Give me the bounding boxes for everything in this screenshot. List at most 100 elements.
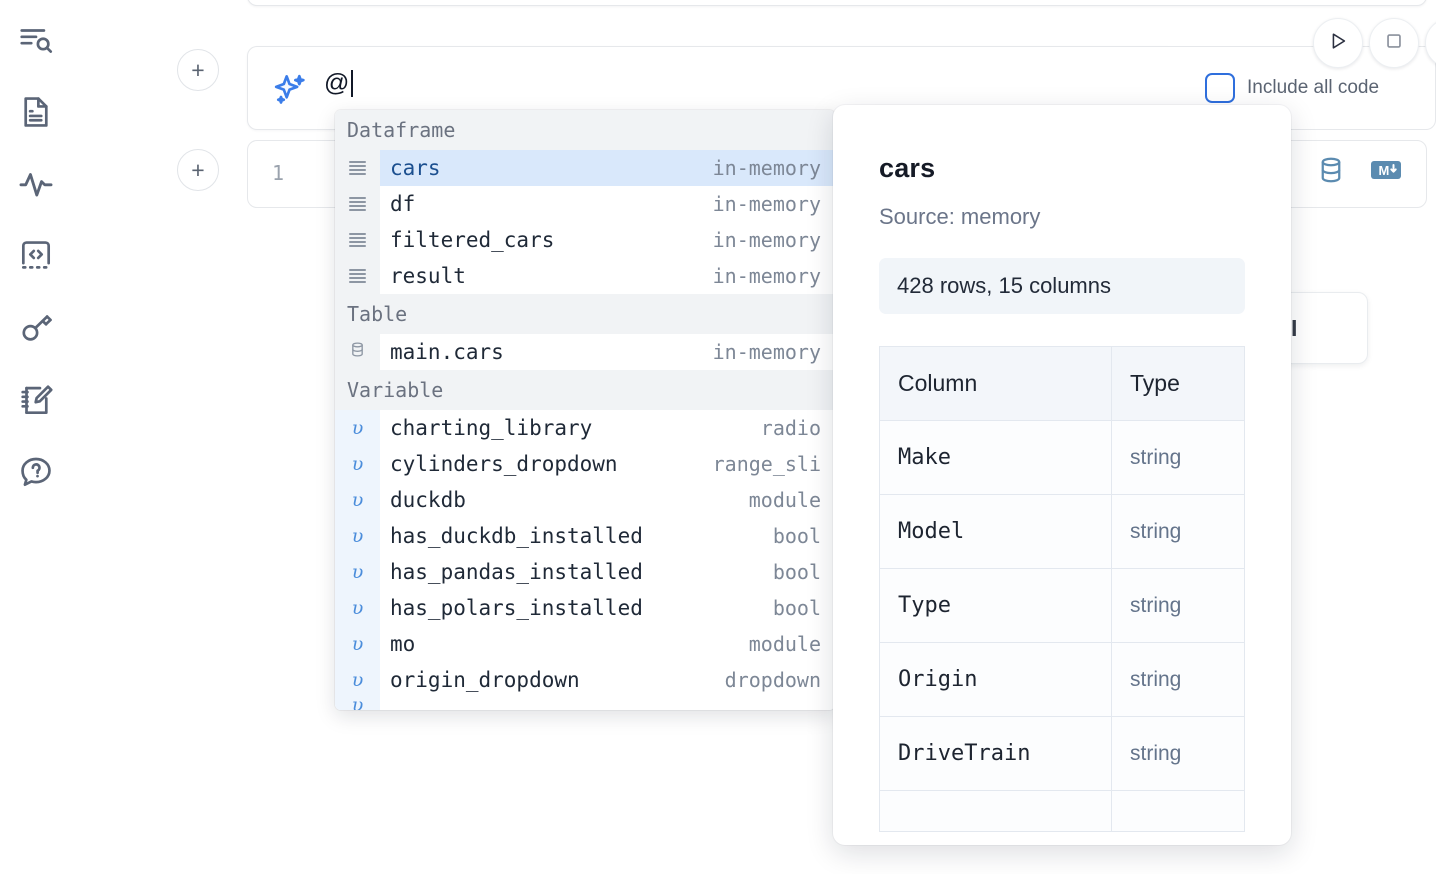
run-cell-button[interactable]: [1313, 18, 1363, 68]
run-icon: [1327, 30, 1349, 57]
add-cell-button-top[interactable]: +: [177, 49, 219, 91]
autocomplete-item[interactable]: υ charting_library radio: [335, 410, 835, 446]
markdown-icon[interactable]: M: [1370, 158, 1402, 187]
autocomplete-item-type: dropdown: [724, 668, 821, 692]
schema-header-type: Type: [1111, 346, 1245, 421]
autocomplete-item-type: in-memory: [712, 228, 821, 252]
autocomplete-item-glyph: υ: [335, 410, 380, 446]
autocomplete-group-header: Table: [335, 294, 835, 334]
autocomplete-item-type: module: [748, 488, 821, 512]
include-all-code-toggle[interactable]: Include all code: [1205, 73, 1379, 103]
autocomplete-item[interactable]: filtered_cars in-memory: [335, 222, 835, 258]
autocomplete-group-header: Variable: [335, 370, 835, 410]
schema-column-name: [879, 790, 1112, 832]
autocomplete-item[interactable]: υ origin_dropdown dropdown: [335, 662, 835, 698]
dataframe-glyph-icon: [349, 232, 366, 248]
info-panel-source: Source: memory: [879, 204, 1041, 229]
left-sidebar: [0, 0, 72, 874]
include-all-code-label: Include all code: [1247, 77, 1380, 98]
autocomplete-item[interactable]: cars in-memory: [335, 150, 835, 186]
variable-glyph-icon: υ: [351, 698, 364, 710]
add-cell-button-bottom[interactable]: +: [177, 149, 219, 191]
autocomplete-item-type: bool: [772, 596, 821, 620]
schema-column-type: string: [1111, 494, 1245, 569]
autocomplete-item-name: origin_dropdown: [390, 668, 580, 692]
autocomplete-item-name: filtered_cars: [390, 228, 555, 252]
sidebar-item-scratchpad[interactable]: [12, 376, 60, 424]
svg-text:M: M: [1379, 163, 1390, 178]
include-all-code-checkbox[interactable]: [1205, 73, 1235, 103]
sidebar-item-help[interactable]: [12, 448, 60, 496]
autocomplete-item-type: radio: [760, 416, 821, 440]
scratchpad-icon: [17, 381, 55, 419]
schema-table-header-row: Column Type: [879, 346, 1245, 421]
search-outline-icon: [17, 21, 55, 59]
sidebar-item-file-explorer[interactable]: [12, 88, 60, 136]
ai-prompt-value: @: [324, 69, 350, 97]
variable-glyph-icon: υ: [351, 525, 364, 547]
schema-column-name: DriveTrain: [879, 716, 1112, 791]
autocomplete-item-glyph: [335, 222, 380, 258]
sidebar-item-snippets[interactable]: [12, 232, 60, 280]
autocomplete-item-name: df: [390, 192, 416, 216]
autocomplete-item-type: module: [748, 632, 821, 656]
autocomplete-group-header: Dataframe: [335, 110, 835, 150]
schema-column-type: [1111, 790, 1245, 832]
autocomplete-item-glyph: υ: [335, 590, 380, 626]
dataframe-glyph-icon: [349, 196, 366, 212]
ai-sparkle-icon: [270, 71, 310, 116]
autocomplete-item-name: has_duckdb_installed: [390, 524, 643, 548]
cell-type-icons: M: [1316, 155, 1402, 190]
file-icon: [17, 93, 55, 131]
autocomplete-item-name: has_polars_installed: [390, 596, 643, 620]
autocomplete-item-clipped[interactable]: υ: [335, 698, 835, 710]
autocomplete-item-glyph: υ: [335, 482, 380, 518]
sidebar-item-outline-search[interactable]: [12, 16, 60, 64]
autocomplete-item-type: in-memory: [712, 192, 821, 216]
autocomplete-item-type: in-memory: [712, 156, 821, 180]
autocomplete-item-glyph: υ: [335, 662, 380, 698]
schema-column-name: Model: [879, 494, 1112, 569]
autocomplete-item-name: charting_library: [390, 416, 593, 440]
autocomplete-item[interactable]: υ has_polars_installed bool: [335, 590, 835, 626]
ai-prompt-input[interactable]: @: [324, 69, 353, 98]
variable-glyph-icon: υ: [351, 597, 364, 619]
autocomplete-item-glyph: [335, 258, 380, 294]
stop-cell-button[interactable]: [1369, 18, 1419, 68]
stop-icon: [1383, 30, 1405, 57]
autocomplete-item-name: cars: [390, 156, 441, 180]
autocomplete-item-type: in-memory: [712, 264, 821, 288]
info-panel-shape: 428 rows, 15 columns: [879, 258, 1245, 314]
autocomplete-item[interactable]: υ has_duckdb_installed bool: [335, 518, 835, 554]
dataframe-glyph-icon: [349, 268, 366, 284]
secrets-key-icon: [17, 309, 55, 347]
text-caret: [350, 70, 353, 97]
schema-column-name: Origin: [879, 642, 1112, 717]
autocomplete-item-type: bool: [772, 524, 821, 548]
schema-column-name: Type: [879, 568, 1112, 643]
info-panel-title: cars: [879, 153, 936, 183]
autocomplete-item-name: result: [390, 264, 466, 288]
autocomplete-item[interactable]: result in-memory: [335, 258, 835, 294]
database-icon[interactable]: [1316, 155, 1346, 190]
sidebar-item-activity[interactable]: [12, 160, 60, 208]
variable-glyph-icon: υ: [351, 453, 364, 475]
autocomplete-item[interactable]: df in-memory: [335, 186, 835, 222]
help-chat-icon: [17, 453, 55, 491]
schema-column-type: string: [1111, 568, 1245, 643]
autocomplete-item-type: in-memory: [712, 340, 821, 364]
autocomplete-item-glyph: [335, 334, 380, 370]
autocomplete-item-name: has_pandas_installed: [390, 560, 643, 584]
table-row-clipped: [879, 790, 1245, 832]
sidebar-item-secrets[interactable]: [12, 304, 60, 352]
